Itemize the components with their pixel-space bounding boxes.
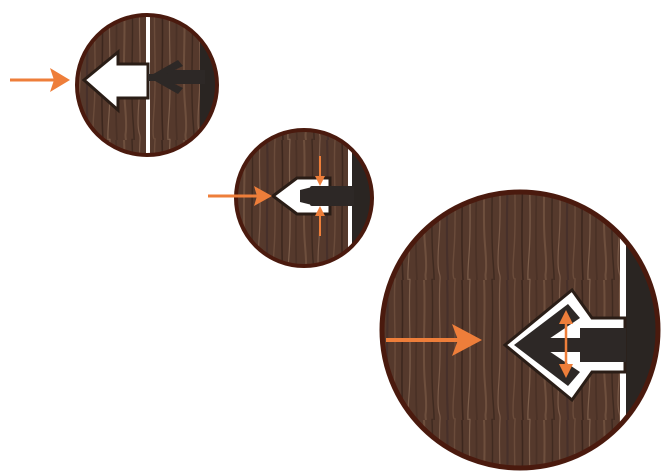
clamp-arrow-icon	[315, 156, 325, 236]
step-3-detail	[379, 189, 661, 471]
push-arrow-icon	[10, 68, 70, 92]
wood-plug-icon	[300, 186, 354, 206]
push-arrow-icon	[208, 186, 272, 206]
push-arrow-icon	[386, 324, 482, 356]
clamp-arrow-icon	[559, 310, 573, 378]
step-2-detail	[208, 128, 374, 268]
step-1-detail	[10, 13, 219, 157]
wood-plug-icon	[148, 60, 205, 94]
